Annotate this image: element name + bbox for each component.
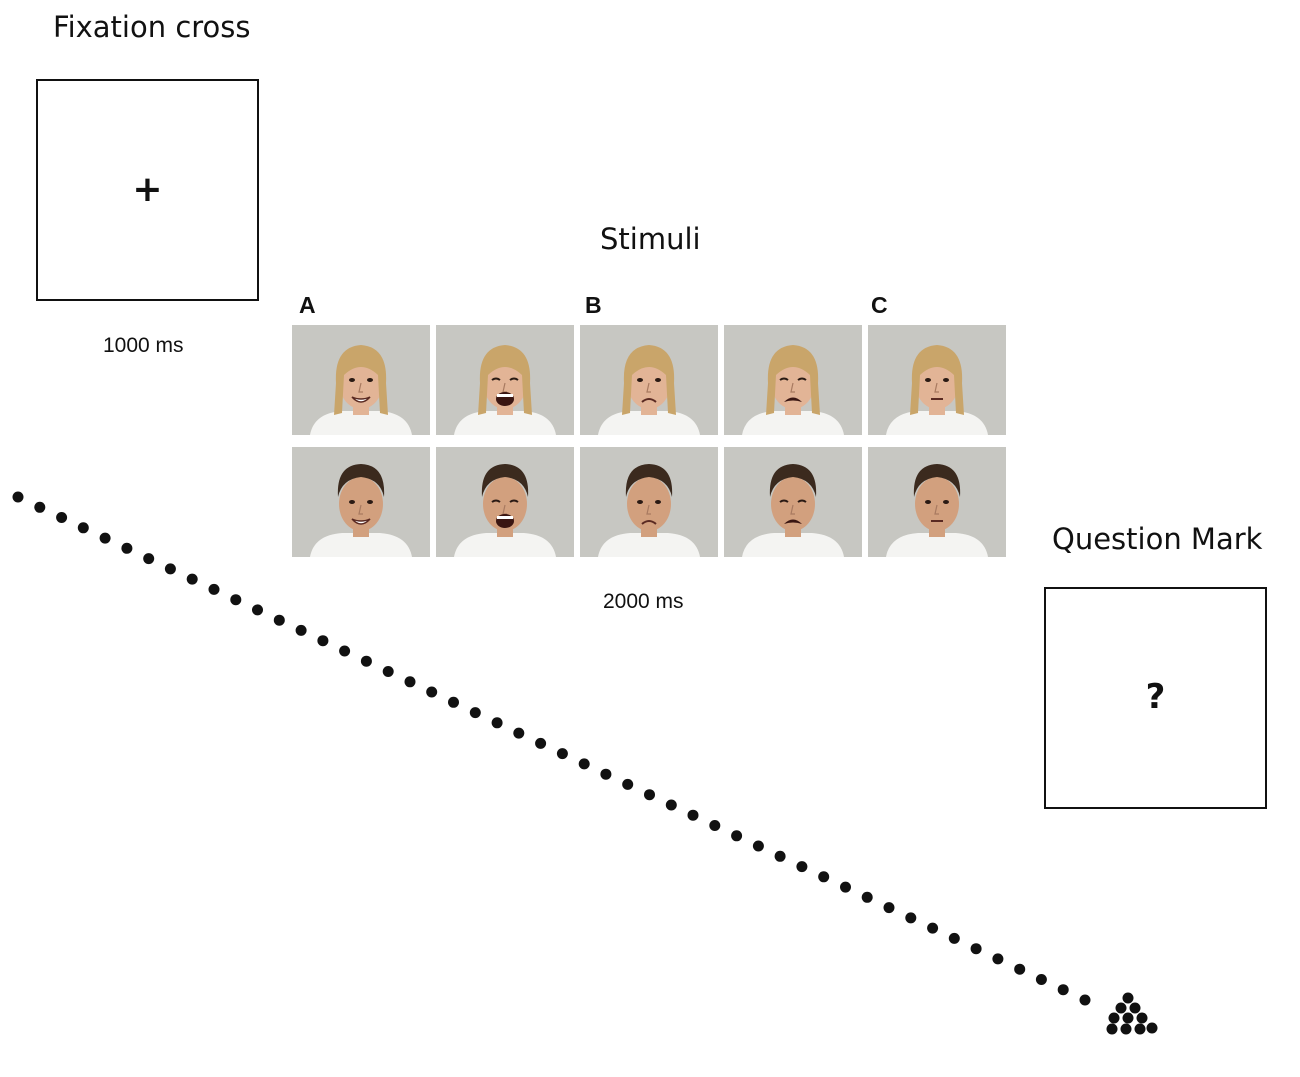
stimulus-photo-male-actor-sad bbox=[580, 447, 718, 557]
timeline-dot bbox=[426, 686, 438, 698]
stimulus-photo-male-actor-neutral bbox=[868, 447, 1006, 557]
timeline-dot bbox=[164, 563, 176, 575]
timeline-arrowhead-dot bbox=[1120, 1023, 1132, 1035]
panel-label-c: C bbox=[871, 292, 888, 318]
timeline-dot bbox=[448, 696, 459, 708]
timeline-dot bbox=[840, 881, 851, 893]
fixation-duration: 1000 ms bbox=[103, 334, 184, 357]
timeline-arrowhead-dot bbox=[1106, 1023, 1118, 1035]
timeline-dot bbox=[1079, 994, 1091, 1006]
question-mark-symbol: ? bbox=[1145, 677, 1166, 717]
timeline-dot bbox=[796, 861, 808, 873]
timeline-dot bbox=[731, 830, 743, 842]
stimulus-photo-male-actor-crying bbox=[724, 447, 862, 557]
timeline-dot bbox=[99, 532, 111, 544]
timeline-dot bbox=[491, 717, 503, 729]
timeline-arrowhead-dot bbox=[1129, 1002, 1141, 1014]
timeline-dot bbox=[404, 676, 416, 688]
timeline-dot bbox=[1057, 984, 1069, 996]
timeline-dot bbox=[665, 799, 677, 811]
timeline-dot bbox=[143, 553, 155, 565]
stimulus-photo-female-actor-smiling bbox=[292, 325, 430, 435]
question-screen: ? bbox=[1044, 587, 1267, 809]
timeline-arrowhead-dot bbox=[1146, 1022, 1158, 1034]
fixation-screen: + bbox=[36, 79, 259, 301]
timeline-dot bbox=[34, 501, 46, 513]
timeline-arrowhead-dot bbox=[1122, 1012, 1134, 1024]
timeline-dot bbox=[252, 604, 263, 616]
timeline-dot bbox=[818, 871, 830, 883]
stimulus-photo-male-actor-laughing bbox=[436, 447, 574, 557]
timeline-dot bbox=[752, 840, 764, 852]
stimulus-photo-female-actor-laughing bbox=[436, 325, 574, 435]
panel-label-a: A bbox=[299, 292, 316, 318]
timeline-dot bbox=[230, 594, 242, 606]
timeline-dot bbox=[339, 645, 351, 657]
timeline-dot bbox=[774, 850, 786, 862]
timeline-dot bbox=[861, 891, 873, 903]
timeline-dot bbox=[905, 912, 917, 924]
timeline-dot bbox=[295, 624, 307, 636]
timeline-arrowhead-dot bbox=[1115, 1002, 1127, 1014]
timeline-arrowhead-dot bbox=[1134, 1023, 1146, 1035]
timeline-dot bbox=[927, 922, 939, 934]
timeline-dot bbox=[578, 758, 590, 770]
timeline-dot bbox=[77, 522, 89, 534]
stimuli-duration: 2000 ms bbox=[603, 590, 684, 613]
timeline-dot bbox=[1014, 963, 1026, 975]
timeline-dot bbox=[556, 748, 568, 760]
timeline-dot bbox=[469, 707, 481, 719]
timeline-dot bbox=[883, 902, 895, 914]
timeline-dot bbox=[513, 727, 525, 739]
timeline-dot bbox=[317, 635, 329, 647]
timeline-arrowhead-dot bbox=[1122, 992, 1134, 1004]
stimulus-photo-female-actor-neutral bbox=[868, 325, 1006, 435]
timeline-dot bbox=[948, 932, 960, 944]
timeline-dot bbox=[12, 491, 24, 503]
timeline-arrowhead-dot bbox=[1136, 1012, 1148, 1024]
timeline-dot bbox=[709, 820, 721, 831]
timeline-dot bbox=[360, 655, 372, 667]
timeline-dot bbox=[600, 768, 612, 780]
timeline-dot bbox=[121, 542, 133, 554]
timeline-dot bbox=[970, 943, 982, 955]
timeline-dot bbox=[1035, 974, 1047, 985]
timeline-dot bbox=[622, 778, 634, 790]
stimuli-title: Stimuli bbox=[600, 222, 701, 256]
timeline-dot bbox=[535, 737, 547, 749]
stimulus-photo-male-actor-smiling bbox=[292, 447, 430, 557]
timeline-arrowhead-dot bbox=[1108, 1012, 1120, 1024]
timeline-dot bbox=[382, 666, 394, 677]
fixation-cross-symbol: + bbox=[132, 168, 163, 210]
timeline-dot bbox=[208, 583, 220, 595]
timeline-dot bbox=[56, 512, 68, 523]
timeline-dot bbox=[273, 614, 285, 626]
stimulus-photo-female-actor-sad bbox=[580, 325, 718, 435]
timeline-dot bbox=[687, 809, 699, 821]
timeline-dot bbox=[186, 573, 198, 585]
stimulus-photo-female-actor-crying bbox=[724, 325, 862, 435]
timeline-dot bbox=[992, 953, 1004, 965]
question-title: Question Mark bbox=[1052, 522, 1263, 556]
timeline-dot bbox=[644, 789, 655, 801]
panel-label-b: B bbox=[585, 292, 602, 318]
fixation-title: Fixation cross bbox=[53, 10, 251, 44]
